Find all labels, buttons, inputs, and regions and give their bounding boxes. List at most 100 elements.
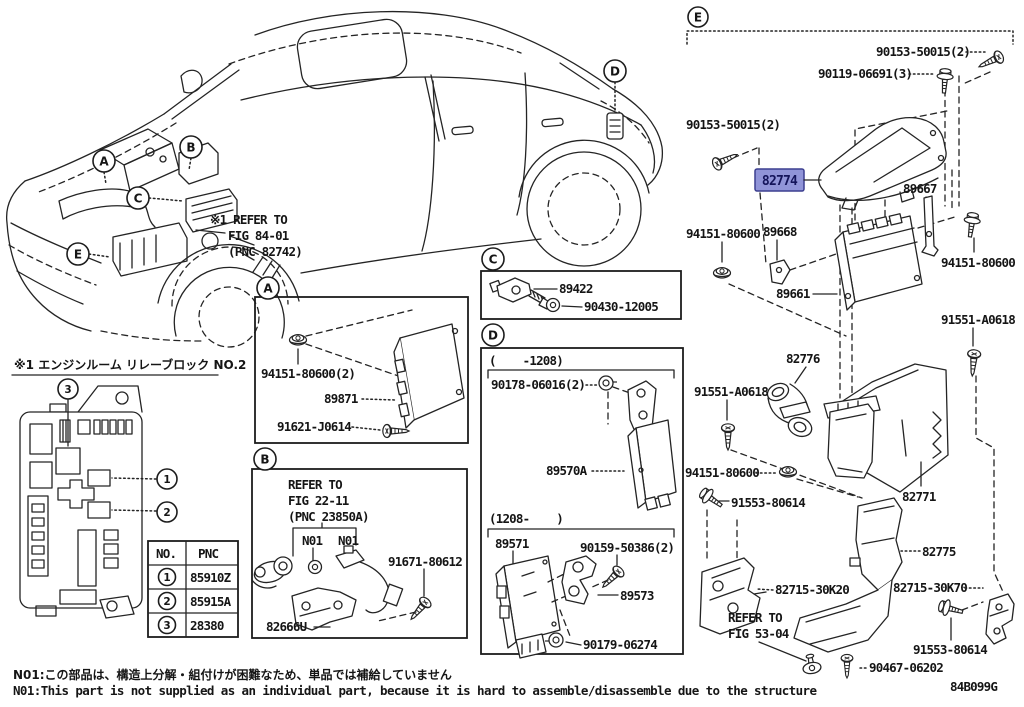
part-number-90159-50386-2[interactable]: 90159-50386(2) [580, 540, 675, 555]
part-number-82715-30K20[interactable]: 82715-30K20 [775, 582, 850, 597]
section-e-callout: E [694, 11, 702, 25]
part-number-94151-80600-right[interactable]: 94151-80600 [941, 255, 1016, 270]
part-number-91621-J0614[interactable]: 91621-J0614 [277, 419, 352, 434]
part-number-90119-06691-3[interactable]: 90119-06691(3) [818, 66, 913, 81]
row1-no: 1 [163, 572, 170, 584]
part-number-89422[interactable]: 89422 [559, 281, 594, 296]
callout-d: D [610, 65, 620, 79]
screw-icon [405, 594, 434, 625]
part-number-91671-80612[interactable]: 91671-80612 [388, 554, 463, 569]
section-e-bracket [686, 30, 1014, 45]
washer-icon [307, 559, 323, 575]
section-b: B REFER TO FIG 22-11 (PNC 23850A) N01 N0… [251, 447, 468, 639]
n01-label-right: N01 [338, 533, 358, 548]
part-number-90430-12005[interactable]: 90430-12005 [584, 299, 659, 314]
section-c-callout: C [489, 253, 498, 267]
position-marks [252, 256, 281, 279]
part-number-94151-80600-left[interactable]: 94151-80600 [686, 226, 761, 241]
bolt-icon [935, 67, 955, 95]
section-c-callout-circle [481, 247, 505, 271]
callout-e: E [74, 248, 82, 262]
fuse-slot-2 [87, 501, 111, 519]
engine-bay-components [99, 128, 281, 279]
part-number-89871[interactable]: 89871 [324, 391, 359, 406]
part-number-89668[interactable]: 89668 [763, 224, 798, 239]
part-number-91553-80614-right[interactable]: 91553-80614 [913, 642, 988, 657]
part-number-91551-A0618-right[interactable]: 91551-A0618 [941, 312, 1016, 327]
part-number-89570A[interactable]: 89570A [546, 463, 588, 478]
part-number-90178-06016-2[interactable]: 90178-06016(2) [491, 377, 586, 392]
module-89571-drawing [495, 555, 561, 659]
section-b-callout-circle [253, 447, 277, 471]
part-number-94151-80600-bottom[interactable]: 94151-80600 [685, 465, 760, 480]
section-e: E 90153-50015(2) 90119-06691(3) 90153-50… [685, 6, 1016, 679]
part-number-89571[interactable]: 89571 [495, 536, 530, 551]
sensor-89422-drawing [489, 277, 552, 310]
part-number-82774-highlighted[interactable]: 82774 [762, 174, 799, 189]
bolt-washer-icon [800, 652, 823, 676]
fuse-slot-1 [87, 469, 111, 487]
footnotes: N01:この部品は、構造上分解・組付けが困難なため、単品では補給していません N… [13, 667, 998, 698]
callout-c-circle [126, 186, 150, 210]
row2-pnc[interactable]: 85915A [190, 594, 232, 609]
refer-fig-53-04-line2: FIG 53-04 [728, 626, 789, 641]
part-number-91551-A0618-left[interactable]: 91551-A0618 [694, 384, 769, 399]
part-number-89667[interactable]: 89667 [903, 181, 938, 196]
part-number-82666U[interactable]: 82666U [266, 619, 307, 634]
car-refer-line2: FIG 84-01 [228, 228, 289, 243]
screw-icon [382, 423, 410, 439]
sensor-and-harness-drawing [251, 545, 404, 631]
sunroof-outline [296, 18, 408, 90]
range-early: ( -1208) [489, 353, 563, 368]
part-number-94151-80600-2[interactable]: 94151-80600(2) [261, 366, 356, 381]
grommet-icon [544, 632, 564, 648]
part-number-89573[interactable]: 89573 [620, 588, 655, 603]
screw-icon [975, 48, 1007, 74]
nut-icon [288, 334, 308, 346]
callout-e-circle [66, 242, 90, 266]
table-row: 1 85910Z [157, 567, 232, 587]
part-number-91553-80614-left[interactable]: 91553-80614 [731, 495, 806, 510]
bolt-icon [696, 484, 727, 513]
part-number-89661[interactable]: 89661 [776, 286, 811, 301]
row3-pnc[interactable]: 28380 [190, 618, 225, 633]
part-number-90179-06274[interactable]: 90179-06274 [583, 637, 658, 652]
part-number-82771[interactable]: 82771 [902, 489, 937, 504]
callout-c: C [134, 192, 143, 206]
module-89661-drawing [834, 213, 923, 311]
refer-fig-22-11-line1: REFER TO [288, 477, 342, 492]
n01-label-left: N01 [302, 533, 322, 548]
table-row: 2 85915A [157, 591, 232, 611]
fusebox-drawing [19, 385, 143, 619]
drawing-code: 84B099G [950, 679, 997, 694]
case-82771-drawing [823, 363, 949, 493]
table-header-no: NO. [156, 546, 176, 561]
bolt-icon [961, 211, 982, 239]
screw-icon [840, 653, 854, 679]
screw-icon [965, 348, 982, 378]
part-number-90467-06202[interactable]: 90467-06202 [869, 660, 944, 675]
callout-d-circle [603, 59, 627, 83]
part-number-82776[interactable]: 82776 [786, 351, 821, 366]
module-89570A-drawing [627, 419, 677, 511]
side-mirror [180, 69, 203, 94]
relay-block-no2 [185, 188, 238, 233]
bolt-icon [936, 597, 966, 621]
callout-a-circle [92, 149, 116, 173]
car-refer-line3: (PNC 82742) [228, 244, 302, 259]
section-d-callout-circle [481, 323, 505, 347]
row1-pnc[interactable]: 85910Z [190, 570, 232, 585]
footnote-en: N01:This part is not supplied as an indi… [13, 683, 817, 698]
range-late: (1208- ) [489, 511, 563, 526]
bracket-82715-30K20-drawing [699, 557, 767, 635]
part-number-82775[interactable]: 82775 [922, 544, 957, 559]
part-number-90153-50015-2-top[interactable]: 90153-50015(2) [876, 44, 971, 59]
headlight-outline [58, 188, 134, 220]
part-number-82715-30K70[interactable]: 82715-30K70 [893, 580, 968, 595]
part-number-90153-50015-2-left[interactable]: 90153-50015(2) [686, 117, 781, 132]
section-e-callout-circle [687, 6, 709, 28]
callout-a: A [99, 155, 109, 169]
section-a: A 94151-80600(2) 89871 91621-J0614 [254, 276, 469, 444]
callout-3-circle [57, 378, 79, 400]
